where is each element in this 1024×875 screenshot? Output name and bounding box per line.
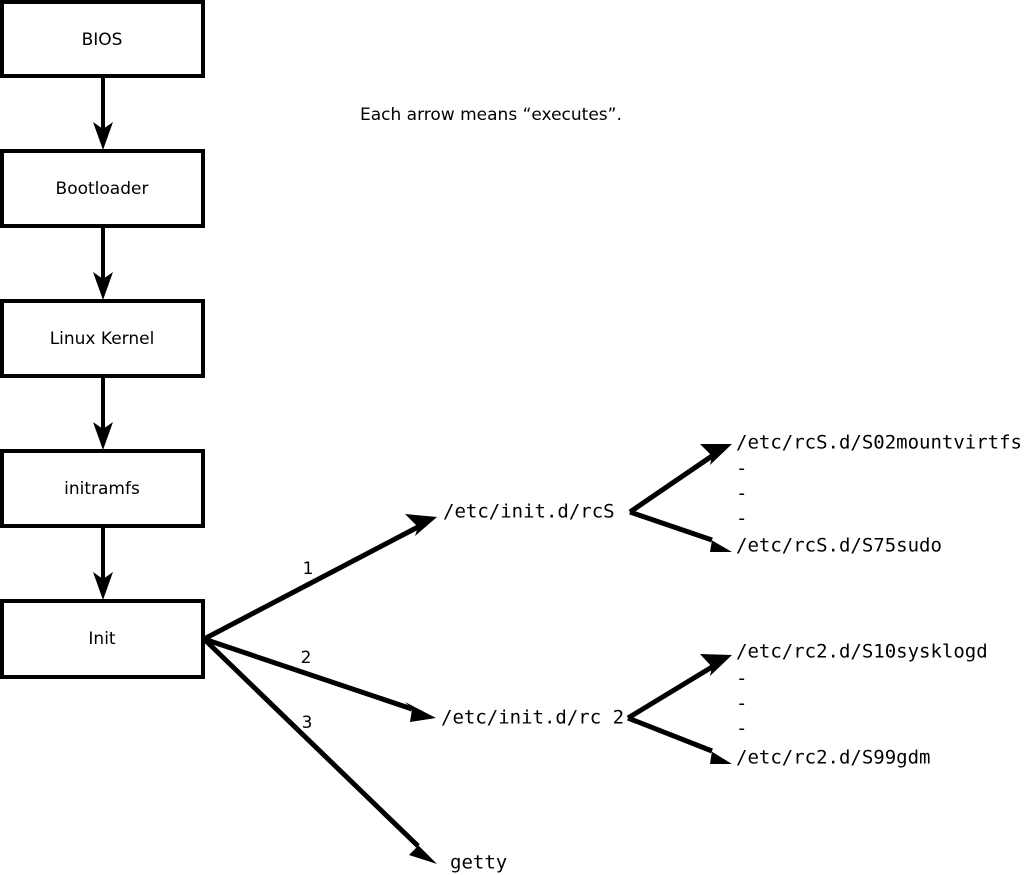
branch-label-getty: getty — [450, 852, 507, 874]
arrow-init-branch-3 — [202, 637, 437, 864]
diagram-caption: Each arrow means “executes”. — [360, 105, 622, 125]
arrow-bootloader-to-kernel — [93, 226, 113, 300]
rc2-ellipsis-dash-1: - — [736, 668, 747, 690]
arrowhead-rc2-last — [701, 745, 732, 764]
arrow-init-branch-1 — [202, 514, 437, 642]
node-bios[interactable]: BIOS — [0, 0, 205, 78]
node-linux-kernel[interactable]: Linux Kernel — [0, 299, 205, 378]
node-bootloader[interactable]: Bootloader — [0, 149, 205, 228]
edge-number-3: 3 — [302, 713, 313, 733]
rcs-ellipsis-dash-3: - — [736, 508, 747, 530]
arrowhead-init-branch-3 — [409, 836, 437, 864]
node-init-box[interactable] — [0, 599, 205, 679]
branch-label-rcs: /etc/init.d/rcS — [443, 501, 615, 523]
arrowhead-init-branch-1 — [405, 514, 437, 536]
node-init[interactable]: Init — [0, 599, 205, 679]
arrowhead-rcs-first — [700, 444, 732, 465]
branch-label-rc2: /etc/init.d/rc 2 — [441, 707, 624, 729]
arrow-rc2-to-last-script — [627, 715, 732, 764]
arrow-rc2-to-first-script — [626, 654, 732, 721]
arrowhead-kernel-initramfs — [93, 422, 113, 450]
node-initramfs-label: initramfs — [64, 479, 140, 499]
arrowhead-bios-bootloader — [93, 122, 113, 150]
arrow-rcs-to-first-script — [628, 444, 732, 515]
node-bootloader-label: Bootloader — [56, 179, 149, 199]
arrow-init-branch-2 — [203, 636, 436, 722]
arrow-kernel-to-initramfs — [93, 376, 113, 450]
arrowhead-rc2-first — [700, 654, 732, 676]
arrow-initramfs-to-init — [93, 526, 113, 600]
rc2-script-last: /etc/rc2.d/S99gdm — [736, 747, 930, 769]
arrowhead-bootloader-kernel — [93, 272, 113, 300]
node-initramfs-box[interactable] — [0, 449, 205, 528]
edge-number-1: 1 — [303, 559, 314, 579]
edge-number-2: 2 — [301, 648, 312, 668]
arrowhead-init-branch-2 — [405, 702, 436, 722]
node-initramfs[interactable]: initramfs — [0, 449, 205, 528]
node-init-label: Init — [88, 629, 116, 649]
arrow-bios-to-bootloader — [93, 76, 113, 150]
rc2-ellipsis-dash-2: - — [736, 693, 747, 715]
rcs-ellipsis-dash-1: - — [736, 458, 747, 480]
rcs-ellipsis-dash-2: - — [736, 483, 747, 505]
arrowhead-rcs-last — [701, 534, 732, 552]
rcs-script-last: /etc/rcS.d/S75sudo — [736, 535, 942, 557]
rc2-script-first: /etc/rc2.d/S10sysklogd — [736, 641, 988, 663]
node-bios-label: BIOS — [82, 30, 123, 50]
rcs-script-first: /etc/rcS.d/S02mountvirtfs — [736, 432, 1022, 454]
arrow-rcs-to-last-script — [629, 509, 732, 552]
node-bios-box[interactable] — [0, 0, 205, 78]
arrowhead-initramfs-init — [93, 572, 113, 600]
rc2-ellipsis-dash-3: - — [736, 718, 747, 740]
node-linux-kernel-label: Linux Kernel — [50, 329, 155, 349]
